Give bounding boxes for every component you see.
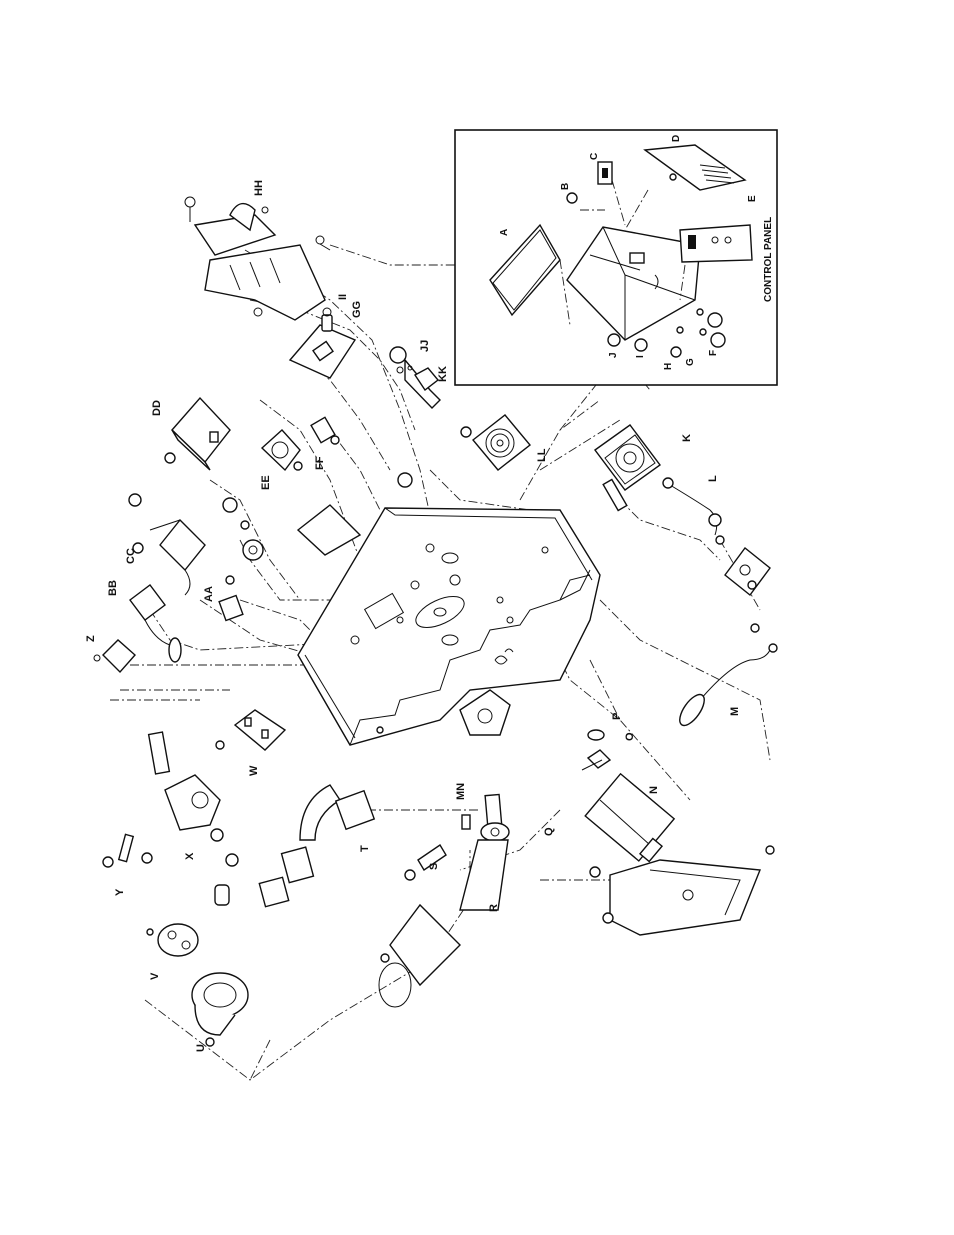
label-l: L [707, 475, 719, 482]
label-jj: JJ [419, 340, 431, 352]
inset-label-h: H [663, 363, 674, 370]
part-dd-enclosure [164, 396, 231, 471]
label-ee: EE [260, 475, 272, 490]
part-z-valve [93, 639, 136, 674]
inset-label-j: J [608, 352, 619, 358]
inset-label-f: F [708, 350, 719, 356]
label-q: Q [543, 827, 555, 836]
label-r: R [488, 904, 500, 912]
label-kk: KK [437, 366, 449, 382]
inset-title: CONTROL PANEL [763, 217, 774, 302]
part-r-burner-tube [459, 822, 510, 911]
inset-label-d: D [671, 135, 682, 142]
label-p: P [611, 713, 623, 720]
part-ee-valve [260, 429, 303, 472]
label-v: V [149, 972, 161, 980]
label-t: T [359, 845, 371, 852]
part-aa-switch [218, 575, 244, 622]
label-n: N [648, 786, 660, 794]
part-s-bracket [404, 844, 447, 881]
label-ff: FF [314, 456, 326, 470]
inset-label-a: A [499, 229, 510, 236]
inset-label-g: G [685, 358, 696, 366]
part-ff-sensor [310, 416, 340, 445]
part-cc-transformer [128, 493, 264, 596]
label-o: O [624, 732, 636, 741]
label-bb: BB [107, 580, 119, 596]
part-n-motor-bracket [589, 845, 775, 936]
part-hh-mounting-plate [184, 196, 331, 321]
label-x: X [184, 852, 196, 860]
label-ll: LL [536, 448, 548, 462]
part-w-terminal-block [215, 709, 287, 751]
main-cabinet [297, 507, 601, 746]
part-x-gas-valve [147, 731, 239, 906]
control-panel-inset [454, 129, 778, 386]
label-z: Z [85, 635, 97, 642]
part-y-fittings [102, 833, 153, 868]
label-hh: HH [253, 180, 265, 196]
label-gg: GG [351, 301, 363, 318]
part-v-cover [146, 923, 199, 957]
part-n-motor [584, 772, 676, 863]
part-p-washer [587, 729, 605, 741]
misc-hardware [296, 472, 413, 734]
inset-label-i: I [635, 355, 646, 358]
part-mn-orifice [461, 814, 471, 830]
part-l-power-cord [662, 477, 771, 597]
vent-slots [699, 164, 735, 184]
part-m-probe [679, 623, 778, 727]
label-y: Y [114, 888, 126, 896]
part-gg-relay-board [253, 307, 357, 379]
part-o-clip [581, 749, 612, 771]
label-s: S [428, 863, 440, 870]
label-u: U [195, 1044, 207, 1052]
label-dd: DD [151, 400, 163, 416]
label-ii: II [337, 294, 349, 300]
part-t-elbow [258, 784, 376, 908]
part-u-blower-housing [191, 972, 249, 1047]
inset-label-b: B [560, 183, 571, 190]
part-burner-housing [378, 903, 461, 1008]
inset-label-c: C [589, 153, 600, 160]
label-k: K [681, 434, 693, 442]
callout-labels: HH II GG JJ KK DD EE FF LL K L CC BB AA … [85, 135, 774, 1052]
part-ll-fan [460, 414, 532, 471]
label-m: M [729, 707, 741, 716]
part-bb-thermostat [129, 584, 182, 663]
label-aa: AA [203, 586, 215, 602]
inset-label-e: E [747, 195, 758, 202]
part-jj-kk-igniter [389, 346, 441, 409]
part-ii-switch [321, 307, 333, 332]
label-cc: CC [125, 548, 137, 564]
label-mn: MN [455, 783, 467, 800]
part-k-fan [594, 424, 661, 512]
label-w: W [248, 765, 260, 776]
